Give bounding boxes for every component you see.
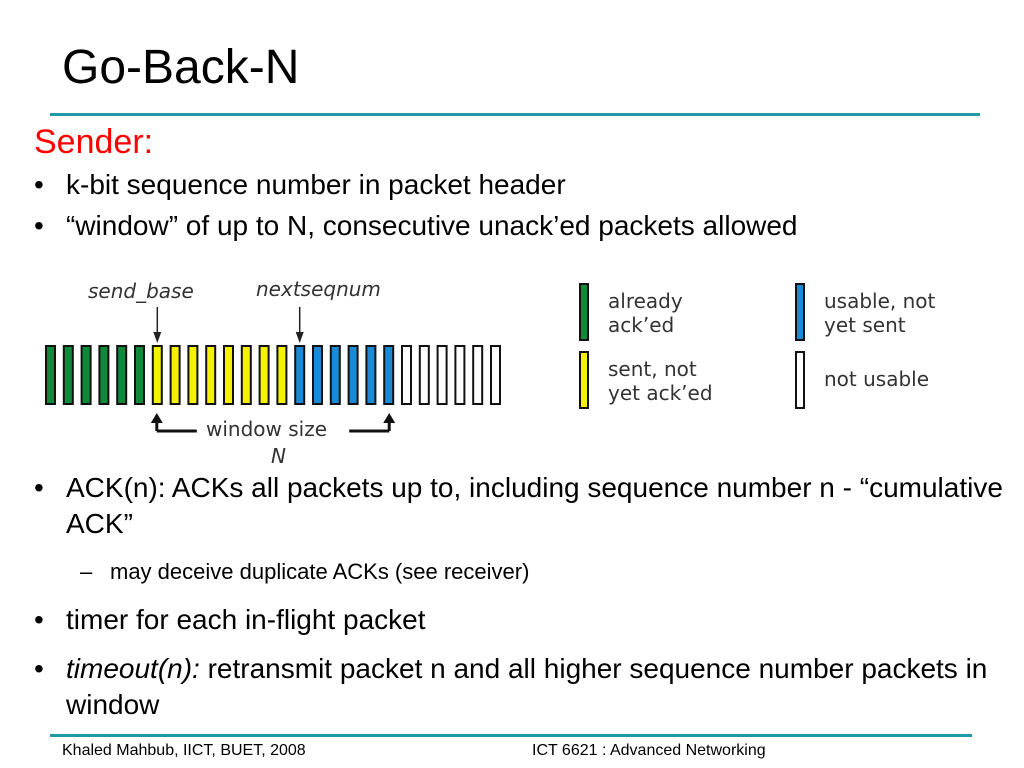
packet-not-usable <box>490 345 501 405</box>
packet-usable <box>312 345 323 405</box>
bullet-text: k-bit sequence number in packet header <box>66 169 566 200</box>
legend-label-not-usable: not usable <box>824 367 929 391</box>
packet-sent <box>169 345 181 405</box>
packet-not-usable <box>418 345 430 405</box>
sender-heading: Sender: <box>34 123 154 161</box>
footer-divider <box>50 734 972 737</box>
packet-sent <box>151 345 163 405</box>
bullet-marker: • <box>34 210 44 241</box>
title-divider <box>50 113 980 116</box>
bullet-text: ACK(n): ACKs all packets up to, includin… <box>66 472 1003 539</box>
bullet-text: “window” of up to N, consecutive unack’e… <box>66 210 798 241</box>
packet-sent <box>276 345 288 405</box>
packet-acked <box>62 345 74 405</box>
legend-label-sent: sent, not <box>608 357 697 381</box>
footer-course: ICT 6621 : Advanced Networking <box>532 742 766 759</box>
legend-swatch-acked <box>579 283 589 341</box>
send-base-label: send_base <box>88 279 194 303</box>
packet-sent <box>240 345 252 405</box>
packet-acked <box>98 345 110 405</box>
legend-label-usable: usable, not <box>824 289 936 313</box>
nextseqnum-label: nextseqnum <box>256 277 381 301</box>
packet-row <box>45 345 501 405</box>
bullet-text: timeout(n): retransmit packet n and all … <box>66 651 1016 723</box>
legend-label-usable-line2: yet sent <box>824 313 906 337</box>
timeout-description: retransmit packet n and all higher seque… <box>66 653 988 720</box>
packet-not-usable <box>472 345 484 405</box>
timeout-term: timeout(n): <box>66 653 200 684</box>
window-bracket-arrowhead <box>383 413 396 423</box>
legend-swatch-sent <box>579 351 589 409</box>
legend-swatch-usable <box>795 283 805 341</box>
bullet-marker: • <box>34 604 44 635</box>
packet-not-usable <box>454 345 466 405</box>
bullet-marker: • <box>34 472 44 503</box>
bullet-marker: • <box>34 169 44 200</box>
window-size-variable: N <box>271 444 286 468</box>
packet-sent <box>205 345 217 405</box>
sub-bullet-marker: – <box>80 559 93 584</box>
packet-acked <box>134 345 145 405</box>
packet-usable <box>347 345 359 405</box>
packet-sent <box>187 345 199 405</box>
legend-label-acked-line2: ack’ed <box>608 313 674 337</box>
sequence-number-space-diagram: send_base nextseqnum window size N <box>45 277 501 468</box>
legend-label-sent-line2: yet ack’ed <box>608 381 713 405</box>
packet-acked <box>80 345 92 405</box>
packet-sent <box>223 345 234 405</box>
slide-title: Go-Back-N <box>62 41 300 94</box>
packet-acked <box>45 345 56 405</box>
packet-usable <box>329 345 341 405</box>
legend-swatch-not-usable <box>795 351 805 409</box>
window-bracket-arrowhead <box>150 413 163 423</box>
packet-usable <box>365 345 377 405</box>
pointer-arrows <box>153 307 304 343</box>
packet-sent <box>258 345 270 405</box>
nextseqnum-arrow-head <box>295 332 304 343</box>
window-size-arrows <box>150 413 396 433</box>
packet-not-usable <box>401 345 412 405</box>
packet-usable <box>383 345 395 405</box>
footer-author: Khaled Mahbub, IICT, BUET, 2008 <box>62 742 306 759</box>
packet-acked <box>116 345 128 405</box>
window-size-label: window size <box>206 417 327 441</box>
packet-not-usable <box>436 345 448 405</box>
bullet-text: timer for each in-flight packet <box>66 604 426 635</box>
sub-bullet-text: may deceive duplicate ACKs (see receiver… <box>110 559 530 584</box>
send-base-arrow-head <box>153 332 162 343</box>
bullet-marker: • <box>34 653 44 684</box>
packet-usable <box>294 345 306 405</box>
legend-label-acked: already <box>608 289 683 313</box>
